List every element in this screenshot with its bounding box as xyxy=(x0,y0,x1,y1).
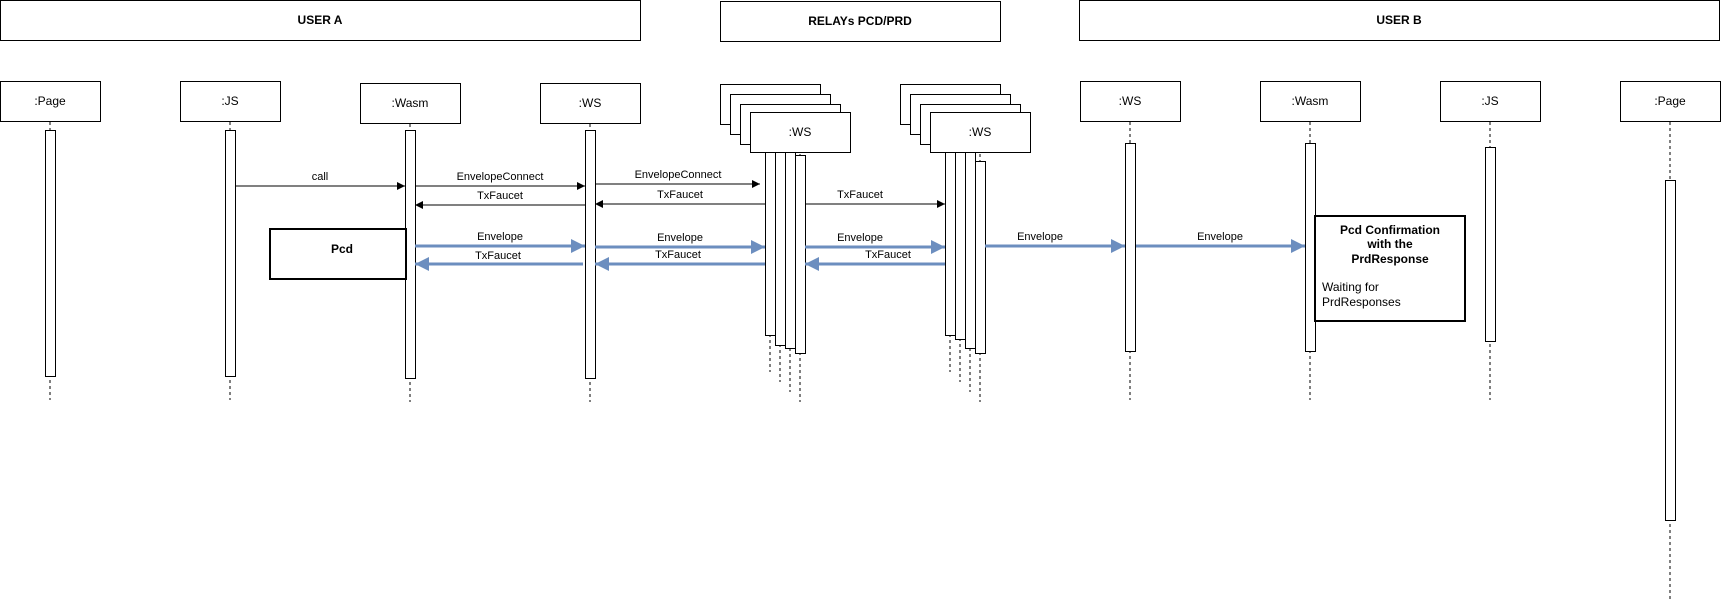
participant-b-wasm-label: :Wasm xyxy=(1292,94,1329,108)
participant-b-wasm: :Wasm xyxy=(1260,81,1361,122)
participant-a-wasm-label: :Wasm xyxy=(392,96,429,110)
label-txfaucet-5: TxFaucet xyxy=(655,249,701,261)
note-pcd-confirmation: Pcd Confirmation with the PrdResponse Wa… xyxy=(1314,215,1466,322)
participant-relay1-ws-label: :WS xyxy=(789,125,812,139)
group-user-b-label: USER B xyxy=(1376,13,1422,27)
group-user-b: USER B xyxy=(1079,0,1720,41)
participant-relay2-ws-label: :WS xyxy=(969,125,992,139)
participant-relay2-ws: :WS xyxy=(930,112,1031,153)
activation-relay1-3 xyxy=(785,150,796,349)
group-user-a-label: USER A xyxy=(298,13,343,27)
note-waiting-line1: Waiting for xyxy=(1322,280,1379,294)
label-envelope-1: Envelope xyxy=(477,231,523,243)
note-pcd: Pcd xyxy=(269,228,407,280)
activation-relay1-4 xyxy=(795,155,806,354)
label-txfaucet-6: TxFaucet xyxy=(865,249,911,261)
activation-relay2-1 xyxy=(945,150,956,336)
participant-relay1-ws: :WS xyxy=(750,112,851,153)
participant-a-js-label: :JS xyxy=(221,94,238,108)
activation-relay2-4 xyxy=(975,161,986,354)
label-envelope-4: Envelope xyxy=(1017,231,1063,243)
activation-a-ws xyxy=(585,130,596,379)
activation-b-js xyxy=(1485,147,1496,342)
label-envelope-connect-2: EnvelopeConnect xyxy=(635,169,722,181)
participant-b-js-label: :JS xyxy=(1481,94,1498,108)
note-waiting-line2: PrdResponses xyxy=(1322,295,1401,309)
participant-a-page-label: :Page xyxy=(34,94,66,108)
activation-relay2-3 xyxy=(965,150,976,349)
participant-b-page: :Page xyxy=(1620,81,1721,122)
activation-bars xyxy=(45,130,1676,521)
participant-b-js: :JS xyxy=(1440,81,1541,122)
label-envelope-2: Envelope xyxy=(657,232,703,244)
label-envelope-connect-1: EnvelopeConnect xyxy=(457,171,544,183)
activation-a-page xyxy=(45,130,56,377)
note-confirmation-line3: PrdResponse xyxy=(1351,252,1429,266)
participant-a-page: :Page xyxy=(0,81,101,122)
activation-relay1-2 xyxy=(775,150,786,346)
label-txfaucet-1: TxFaucet xyxy=(477,190,523,202)
label-txfaucet-2: TxFaucet xyxy=(657,189,703,201)
participant-b-ws: :WS xyxy=(1080,81,1181,122)
label-envelope-3: Envelope xyxy=(837,232,883,244)
label-call: call xyxy=(312,171,329,183)
activation-relay2-2 xyxy=(955,150,966,340)
note-confirmation-line2: with the xyxy=(1366,237,1413,251)
label-txfaucet-3: TxFaucet xyxy=(837,189,883,201)
participant-b-page-label: :Page xyxy=(1654,94,1686,108)
note-confirmation-line1: Pcd Confirmation xyxy=(1340,223,1440,237)
label-envelope-5: Envelope xyxy=(1197,231,1243,243)
participant-a-ws: :WS xyxy=(540,83,641,124)
participant-a-ws-label: :WS xyxy=(579,96,602,110)
participant-a-wasm: :Wasm xyxy=(360,83,461,124)
group-user-a: USER A xyxy=(0,0,641,41)
activation-b-ws xyxy=(1125,143,1136,352)
participant-a-js: :JS xyxy=(180,81,281,122)
participant-b-ws-label: :WS xyxy=(1119,94,1142,108)
activation-relay1-1 xyxy=(765,150,776,336)
group-relays: RELAYs PCD/PRD xyxy=(720,1,1001,42)
activation-b-page xyxy=(1665,180,1676,521)
group-relays-label: RELAYs PCD/PRD xyxy=(808,14,912,28)
label-txfaucet-4: TxFaucet xyxy=(475,250,521,262)
note-pcd-label: Pcd xyxy=(331,242,353,256)
activation-a-js xyxy=(225,130,236,377)
